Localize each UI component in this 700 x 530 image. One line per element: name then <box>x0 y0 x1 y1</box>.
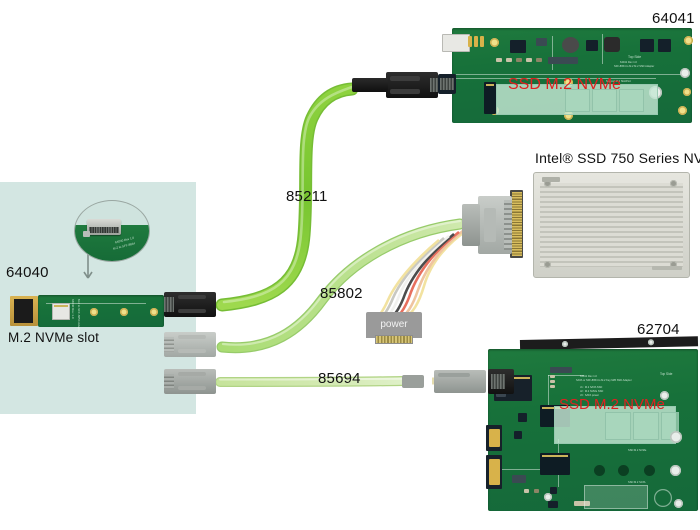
plug-u2-85802 <box>478 196 512 254</box>
sff8654-socket-64040 <box>52 303 70 320</box>
receptacle-64041 <box>438 74 456 94</box>
ssd-module-64041 <box>496 84 658 115</box>
cable-label-85211: 85211 <box>286 188 328 205</box>
ssd-label-64041: SSD M.2 NVMe <box>508 76 621 93</box>
m2-slot-note: M.2 NVMe slot <box>8 330 100 345</box>
cable-label-85802: 85802 <box>320 285 363 302</box>
board-62704: 64041 Rev 1.0 SATA or SFF-8654 to M.2 Ke… <box>486 349 698 511</box>
power-label: power <box>380 319 408 330</box>
board-64040: 64040 Rev 1.0 M.2 to SFF-8654 Adapter <box>38 295 164 333</box>
m2-edge-notch <box>14 299 33 323</box>
power-header <box>442 34 470 52</box>
u2-receptacle <box>510 190 523 258</box>
m2-socket-j1-62704 <box>540 453 570 475</box>
m2-socket-64041 <box>484 82 496 114</box>
bottom-board-number: 62704 <box>637 321 680 338</box>
plug-85694-source-end <box>164 369 216 394</box>
heatsink-fins <box>540 183 683 267</box>
plug-85211-source-end <box>164 292 216 317</box>
cable-label-85694: 85694 <box>318 370 361 387</box>
top-board-number: 64041 <box>652 10 695 27</box>
plug-85211-board-end <box>386 72 438 98</box>
plug-u2-strain-relief <box>462 204 480 246</box>
plug-85802-source-end <box>164 332 216 357</box>
plug-85694-shell <box>434 370 486 393</box>
silk-top-side: Top Side <box>628 55 642 59</box>
connector-magnifier: 64040 Rev 1.0 M.2 to SFF-8654 <box>74 200 150 262</box>
plug-85694-ferrule <box>402 375 424 388</box>
plug-85694-board-end <box>488 369 514 394</box>
ssd-label-62704: SSD M.2 NVMe <box>559 396 665 413</box>
intel-ssd-750 <box>533 172 690 278</box>
sata-power-plug: power <box>366 312 422 344</box>
power-pins <box>375 335 413 344</box>
plug-85211-boot <box>352 78 388 92</box>
source-board-number: 64040 <box>6 264 49 281</box>
board-64041: Top Side 64041 Rev 1.0 SFF-8654 to M.2 M… <box>442 28 693 123</box>
ssd-module-62704 <box>554 406 679 444</box>
intel-ssd-label: Intel® SSD 750 Series NVMe <box>535 150 700 166</box>
